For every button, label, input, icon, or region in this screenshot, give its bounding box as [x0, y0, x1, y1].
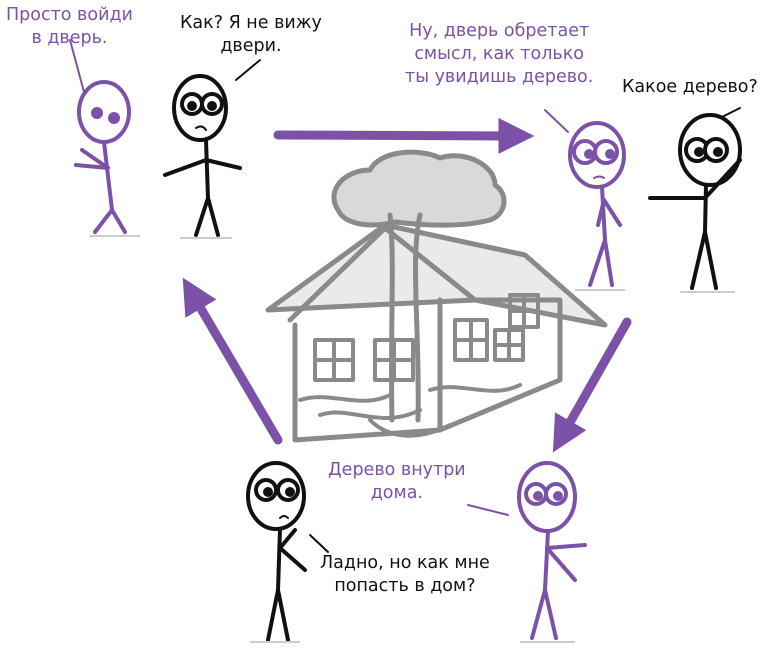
ground-shadows — [90, 235, 735, 643]
black-character-top-left — [163, 59, 261, 237]
house-gable — [287, 225, 478, 323]
house-with-tree — [265, 149, 608, 443]
house-roof — [265, 222, 608, 328]
tree-roots — [298, 383, 522, 438]
speech-what-tree: Какое дерево? — [622, 77, 758, 97]
purple-character-bottom-right — [467, 461, 587, 640]
speech-tree-inside-house: Дерево внутри дома. — [328, 460, 466, 504]
tree-canopy — [331, 149, 507, 228]
black-character-top-right — [648, 107, 742, 290]
house-windows — [313, 293, 540, 382]
arrow-right-down — [552, 317, 632, 453]
house-front-wall — [292, 297, 443, 443]
cycle-arrows — [182, 117, 632, 453]
house-side-wall — [437, 297, 563, 433]
speech-how-get-in-house: Ладно, но как мне попасть в дом? — [320, 553, 490, 597]
tree-trunk — [387, 212, 423, 423]
speech-cant-see-door: Как? Я не вижу двери. — [180, 13, 322, 57]
purple-character-top-right — [544, 109, 626, 287]
black-character-bottom-left — [246, 461, 329, 642]
speech-door-makes-sense: Ну, дверь обретает смысл, как только ты … — [405, 21, 594, 88]
speech-go-through-door: Просто войди в дверь. — [6, 5, 133, 49]
arrow-left-up — [182, 277, 283, 445]
purple-character-top-left — [69, 39, 131, 234]
arrow-top-right — [273, 117, 535, 154]
